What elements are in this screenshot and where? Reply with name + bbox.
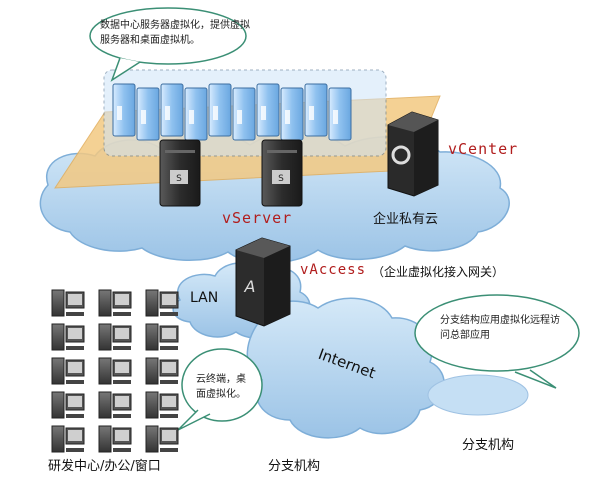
- vaccess-label: vAccess: [300, 262, 367, 278]
- virtual-machine-icon: [184, 87, 208, 141]
- private-cloud-label: 企业私有云: [373, 212, 439, 227]
- svg-text:S: S: [278, 174, 284, 184]
- vaccess-gateway-icon: A: [235, 237, 291, 327]
- terminal-pc-icon: [98, 425, 132, 453]
- terminal-pc-icon: [51, 357, 85, 385]
- branch-left-label: 分支机构: [268, 459, 321, 474]
- terminal-pc-icon: [51, 391, 85, 419]
- rd-office-label: 研发中心/办公/窗口: [48, 459, 161, 474]
- vserver-label: vServer: [222, 209, 293, 227]
- top-bubble-text: 数据中心服务器虚拟化，提供虚拟服务器和桌面虚拟机。: [100, 20, 250, 46]
- terminal-pc-icon: [98, 289, 132, 317]
- vcenter-server-icon: [387, 111, 439, 197]
- left-bubble-text: 云终端，桌面虚拟化。: [196, 374, 246, 400]
- terminal-pc-icon: [51, 425, 85, 453]
- vcenter-label: vCenter: [448, 140, 519, 158]
- branch-right-cloud: [427, 374, 529, 416]
- virtual-machine-icon: [232, 87, 256, 141]
- terminal-pc-icon: [51, 323, 85, 351]
- virtual-machine-icon: [256, 83, 280, 137]
- svg-text:A: A: [244, 277, 256, 296]
- terminal-pc-icon: [145, 289, 179, 317]
- vserver-host-left: S: [159, 139, 201, 207]
- vaccess-desc-label: （企业虚拟化接入网关）: [372, 265, 505, 279]
- virtual-machine-icon: [304, 83, 328, 137]
- terminal-pc-icon: [98, 357, 132, 385]
- svg-text:S: S: [176, 174, 182, 184]
- virtual-machine-icon: [328, 87, 352, 141]
- virtual-machine-icon: [160, 83, 184, 137]
- terminal-pc-icon: [145, 323, 179, 351]
- terminal-pc-icon: [145, 357, 179, 385]
- right-bubble-text: 分支结构应用虚拟化远程访问总部应用: [440, 315, 560, 341]
- right-speech-bubble: [414, 294, 580, 389]
- terminal-pc-icon: [145, 391, 179, 419]
- branch-right-label: 分支机构: [462, 438, 515, 453]
- top-speech-bubble: [89, 7, 247, 82]
- virtual-machine-icon: [112, 83, 136, 137]
- vserver-host-right: S: [261, 139, 303, 207]
- terminal-grid: [51, 289, 179, 453]
- virtual-machine-icon: [136, 87, 160, 141]
- virtual-machine-icon: [280, 87, 304, 141]
- terminal-pc-icon: [98, 323, 132, 351]
- virtual-machine-icon: [208, 83, 232, 137]
- terminal-pc-icon: [145, 425, 179, 453]
- terminal-pc-icon: [51, 289, 85, 317]
- terminal-pc-icon: [98, 391, 132, 419]
- virtual-machine-row: [112, 83, 352, 141]
- lan-label: LAN: [190, 290, 219, 306]
